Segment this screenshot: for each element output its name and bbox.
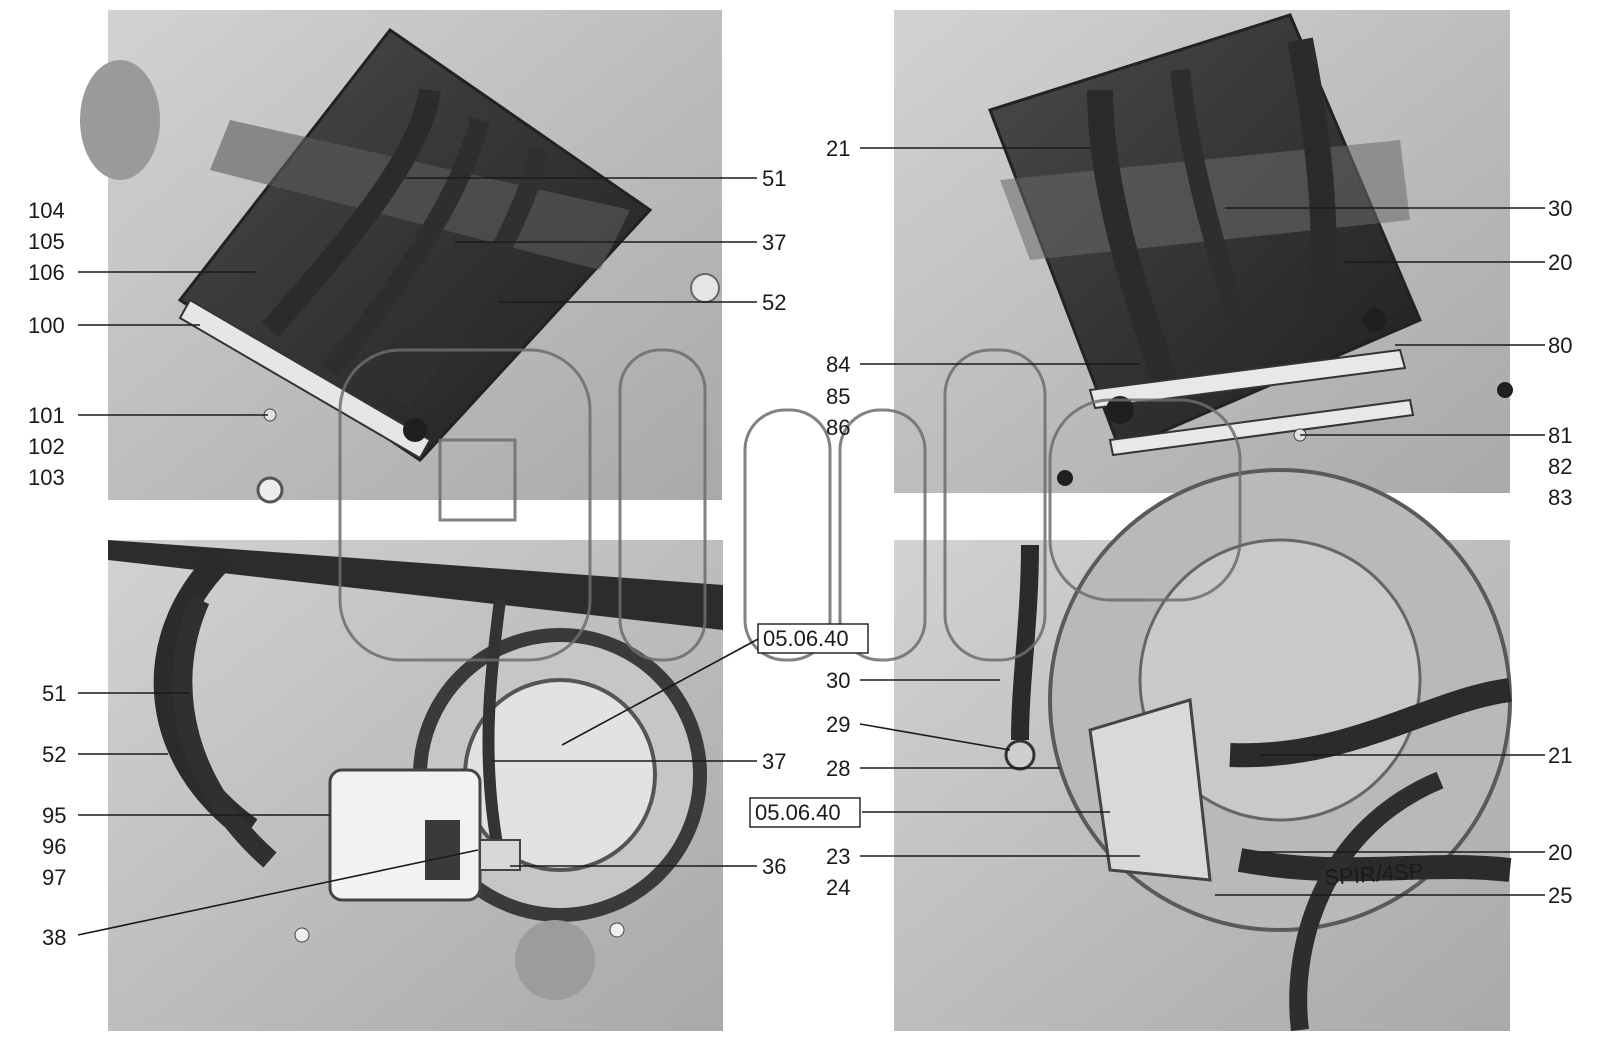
callout-30: 30 [1548, 196, 1572, 221]
callout-20: 20 [1548, 250, 1572, 275]
callout-52: 52 [42, 742, 66, 767]
motor-flange [1088, 698, 1212, 882]
callout-30: 30 [826, 668, 850, 693]
callout-36: 36 [762, 854, 786, 879]
callout-25: 25 [1548, 883, 1572, 908]
callout-96: 96 [42, 834, 66, 859]
hose-30 [1011, 544, 1039, 741]
clamp-plate [178, 298, 432, 460]
watermark-glyph [838, 408, 927, 662]
valve-bolt [425, 820, 460, 880]
callouts-top-right: 21 84 85 86 30 20 80 81 82 83 [826, 136, 1572, 510]
hose-52 [392, 147, 550, 407]
callout-52: 52 [762, 290, 786, 315]
photo-top-left [80, 10, 722, 504]
callout-101: 101 [28, 403, 65, 428]
leader-lines [77, 147, 1545, 936]
hose-37 [482, 599, 506, 862]
callout-37: 37 [762, 230, 786, 255]
photo-bottom-left [108, 540, 723, 1031]
watermark-glyph [943, 348, 1047, 662]
callout-81: 81 [1548, 423, 1572, 448]
callout-104: 104 [28, 198, 65, 223]
hose-37 [322, 117, 490, 377]
frame-beam [108, 540, 723, 630]
callouts-bottom-left: 51 52 95 96 97 38 05.06.40 37 36 [42, 623, 869, 950]
callout-29: 29 [826, 712, 850, 737]
left-bulge [80, 60, 160, 180]
callout-105: 105 [28, 229, 65, 254]
callout-85: 85 [826, 384, 850, 409]
callouts-top-left: 104 105 106 100 101 102 103 51 37 52 [28, 166, 786, 490]
callout-37: 37 [762, 749, 786, 774]
photo-bottom-right: SPIR/4SP [894, 468, 1512, 1032]
callout-21: 21 [826, 136, 850, 161]
callout-106: 106 [28, 260, 65, 285]
watermark-glyph [618, 348, 707, 662]
callout-28: 28 [826, 756, 850, 781]
hose-20 [1237, 848, 1512, 882]
callouts-bottom-right: 30 29 28 05.06.40 23 24 21 20 25 [749, 668, 1572, 908]
callout-51: 51 [762, 166, 786, 191]
hose-21 [1087, 89, 1178, 385]
callout-20: 20 [1548, 840, 1572, 865]
photo-top-right [894, 10, 1513, 493]
callout-24: 24 [826, 875, 850, 900]
callout-83: 83 [1548, 485, 1572, 510]
callout-95: 95 [42, 803, 66, 828]
callout-21: 21 [1548, 743, 1572, 768]
callout-51: 51 [42, 681, 66, 706]
reference-label: 05.06.40 [755, 800, 841, 825]
reference-box [757, 623, 869, 654]
reference-box [749, 797, 861, 828]
hose-52 [172, 595, 277, 868]
hose-30 [1170, 69, 1255, 353]
callout-103: 103 [28, 465, 65, 490]
reference-label: 05.06.40 [763, 626, 849, 651]
fitting-36 [479, 839, 521, 871]
callout-23: 23 [826, 844, 850, 869]
callout-97: 97 [42, 865, 66, 890]
callout-86: 86 [826, 415, 850, 440]
callout-38: 38 [42, 925, 66, 950]
hose-20 [1287, 37, 1337, 332]
watermark-glyph [338, 348, 592, 662]
callout-100: 100 [28, 313, 65, 338]
hose-51 [261, 88, 441, 338]
callout-82: 82 [1548, 454, 1572, 479]
hose-21 [1229, 678, 1512, 768]
callout-102: 102 [28, 434, 65, 459]
callout-84: 84 [826, 352, 850, 377]
watermark [338, 348, 1242, 662]
callout-80: 80 [1548, 333, 1572, 358]
